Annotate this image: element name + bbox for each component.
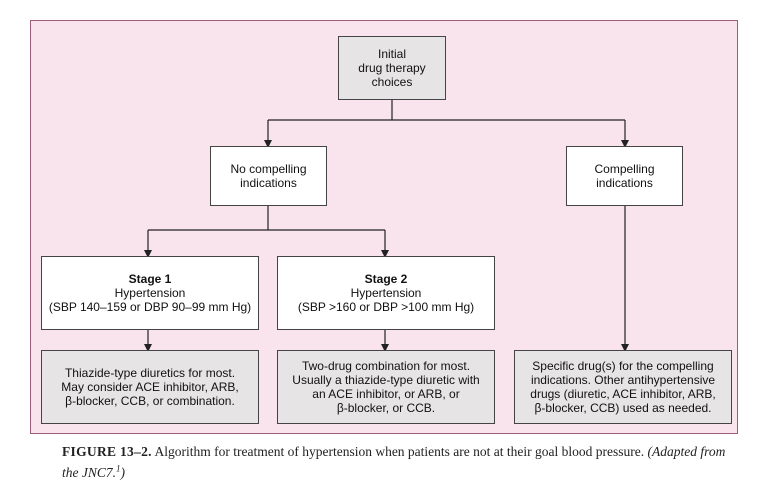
node-stage-2: Stage 2 Hypertension (SBP >160 or DBP >1… — [277, 256, 495, 330]
node-initial-line: drug therapy — [358, 61, 426, 75]
node-no-compelling-line: No compelling — [230, 162, 307, 176]
stage-2-title: Stage 2 — [364, 272, 408, 286]
stage-1-title: Stage 1 — [128, 272, 172, 286]
node-stage-1: Stage 1 Hypertension (SBP 140–159 or DBP… — [41, 256, 259, 330]
node-compelling-line: Compelling — [594, 162, 655, 176]
figure-caption: FIGURE 13–2. Algorithm for treatment of … — [62, 444, 742, 481]
compelling-treatment-line: drugs (diuretic, ACE inhibitor, ARB, — [530, 387, 716, 401]
node-initial-drug-therapy: Initial drug therapy choices — [338, 36, 446, 100]
stage-2-line: (SBP >160 or DBP >100 mm Hg) — [297, 300, 475, 314]
stage-2-treatment-line: β-blocker, or CCB. — [336, 401, 436, 415]
node-initial-line: Initial — [377, 47, 406, 61]
stage-2-treatment-line: an ACE inhibitor, or ARB, or — [312, 387, 460, 401]
caption-source: (Adapted from the JNC7.1) — [62, 444, 725, 480]
caption-text: Algorithm for treatment of hypertension … — [154, 444, 645, 459]
node-compelling-line: indications — [596, 176, 653, 190]
stage-2-line: Hypertension — [350, 286, 422, 300]
node-compelling-indications: Compelling indications — [566, 146, 683, 206]
compelling-treatment-line: Specific drug(s) for the compelling — [532, 359, 714, 373]
caption-label: FIGURE 13–2. — [62, 444, 152, 459]
stage-2-treatment-line: Usually a thiazide-type diuretic with — [292, 373, 480, 387]
node-no-compelling-line: indications — [240, 176, 297, 190]
stage-1-line: (SBP 140–159 or DBP 90–99 mm Hg) — [48, 300, 252, 314]
caption-source-ref: 1 — [116, 463, 121, 473]
compelling-treatment-line: β-blocker, CCB) used as needed. — [534, 401, 712, 415]
node-stage-2-treatment: Two-drug combination for most. Usually a… — [277, 350, 495, 424]
caption-source-end: ) — [120, 464, 126, 480]
stage-1-line: Hypertension — [114, 286, 186, 300]
stage-1-treatment-line: Thiazide-type diuretics for most. — [64, 366, 236, 380]
compelling-treatment-line: indications. Other antihypertensive — [530, 373, 716, 387]
node-compelling-treatment: Specific drug(s) for the compelling indi… — [514, 350, 732, 424]
stage-1-treatment-line: β-blocker, CCB, or combination. — [65, 394, 235, 408]
caption-source-text: (Adapted from the JNC7. — [62, 444, 726, 480]
node-initial-line: choices — [371, 75, 413, 89]
stage-1-treatment-line: May consider ACE inhibitor, ARB, — [61, 380, 239, 394]
stage-2-treatment-line: Two-drug combination for most. — [301, 359, 471, 373]
node-no-compelling-indications: No compelling indications — [210, 146, 327, 206]
node-stage-1-treatment: Thiazide-type diuretics for most. May co… — [41, 350, 259, 424]
